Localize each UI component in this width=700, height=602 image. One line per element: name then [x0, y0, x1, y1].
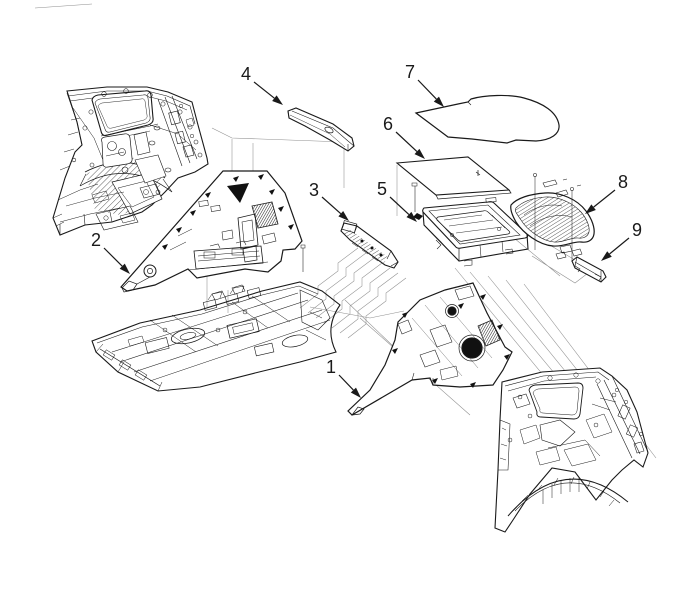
arrow-1: [338, 374, 361, 398]
arrow-8: [585, 189, 616, 214]
arrow-9: [601, 237, 630, 261]
callout-label-5: 5: [376, 179, 388, 199]
callout-label-3: 3: [308, 180, 320, 200]
callout-label-8: 8: [617, 172, 629, 192]
floor-pan: [91, 281, 341, 392]
callout-label-4: 4: [240, 64, 252, 84]
luggage-side-basket: [510, 173, 595, 262]
arrow-5: [389, 196, 417, 222]
arrow-4: [253, 81, 283, 105]
callout-label-9: 9: [631, 220, 643, 240]
rear-shelf-trim: [287, 107, 355, 152]
callout-arrows: [103, 79, 630, 398]
quarter-trim-panel-left: [120, 170, 306, 293]
callout-label-7: 7: [404, 62, 416, 82]
body-structure-rear-left: [52, 86, 209, 236]
sill-side-trim: [340, 220, 399, 269]
arrow-2: [103, 247, 130, 274]
callout-label-6: 6: [382, 114, 394, 134]
callout-label-2: 2: [90, 230, 102, 250]
arrow-7: [417, 79, 444, 107]
callout-label-1: 1: [325, 357, 337, 377]
rear-sill-block: [571, 256, 607, 283]
cargo-screen-mat: [414, 94, 560, 144]
arrow-3: [321, 196, 349, 221]
arrow-6: [395, 131, 425, 159]
body-structure-rear-right: [494, 367, 649, 533]
quarter-trim-panel-right: [347, 282, 513, 416]
luggage-box-cover: [395, 156, 512, 200]
luggage-box-tray: [411, 182, 529, 267]
